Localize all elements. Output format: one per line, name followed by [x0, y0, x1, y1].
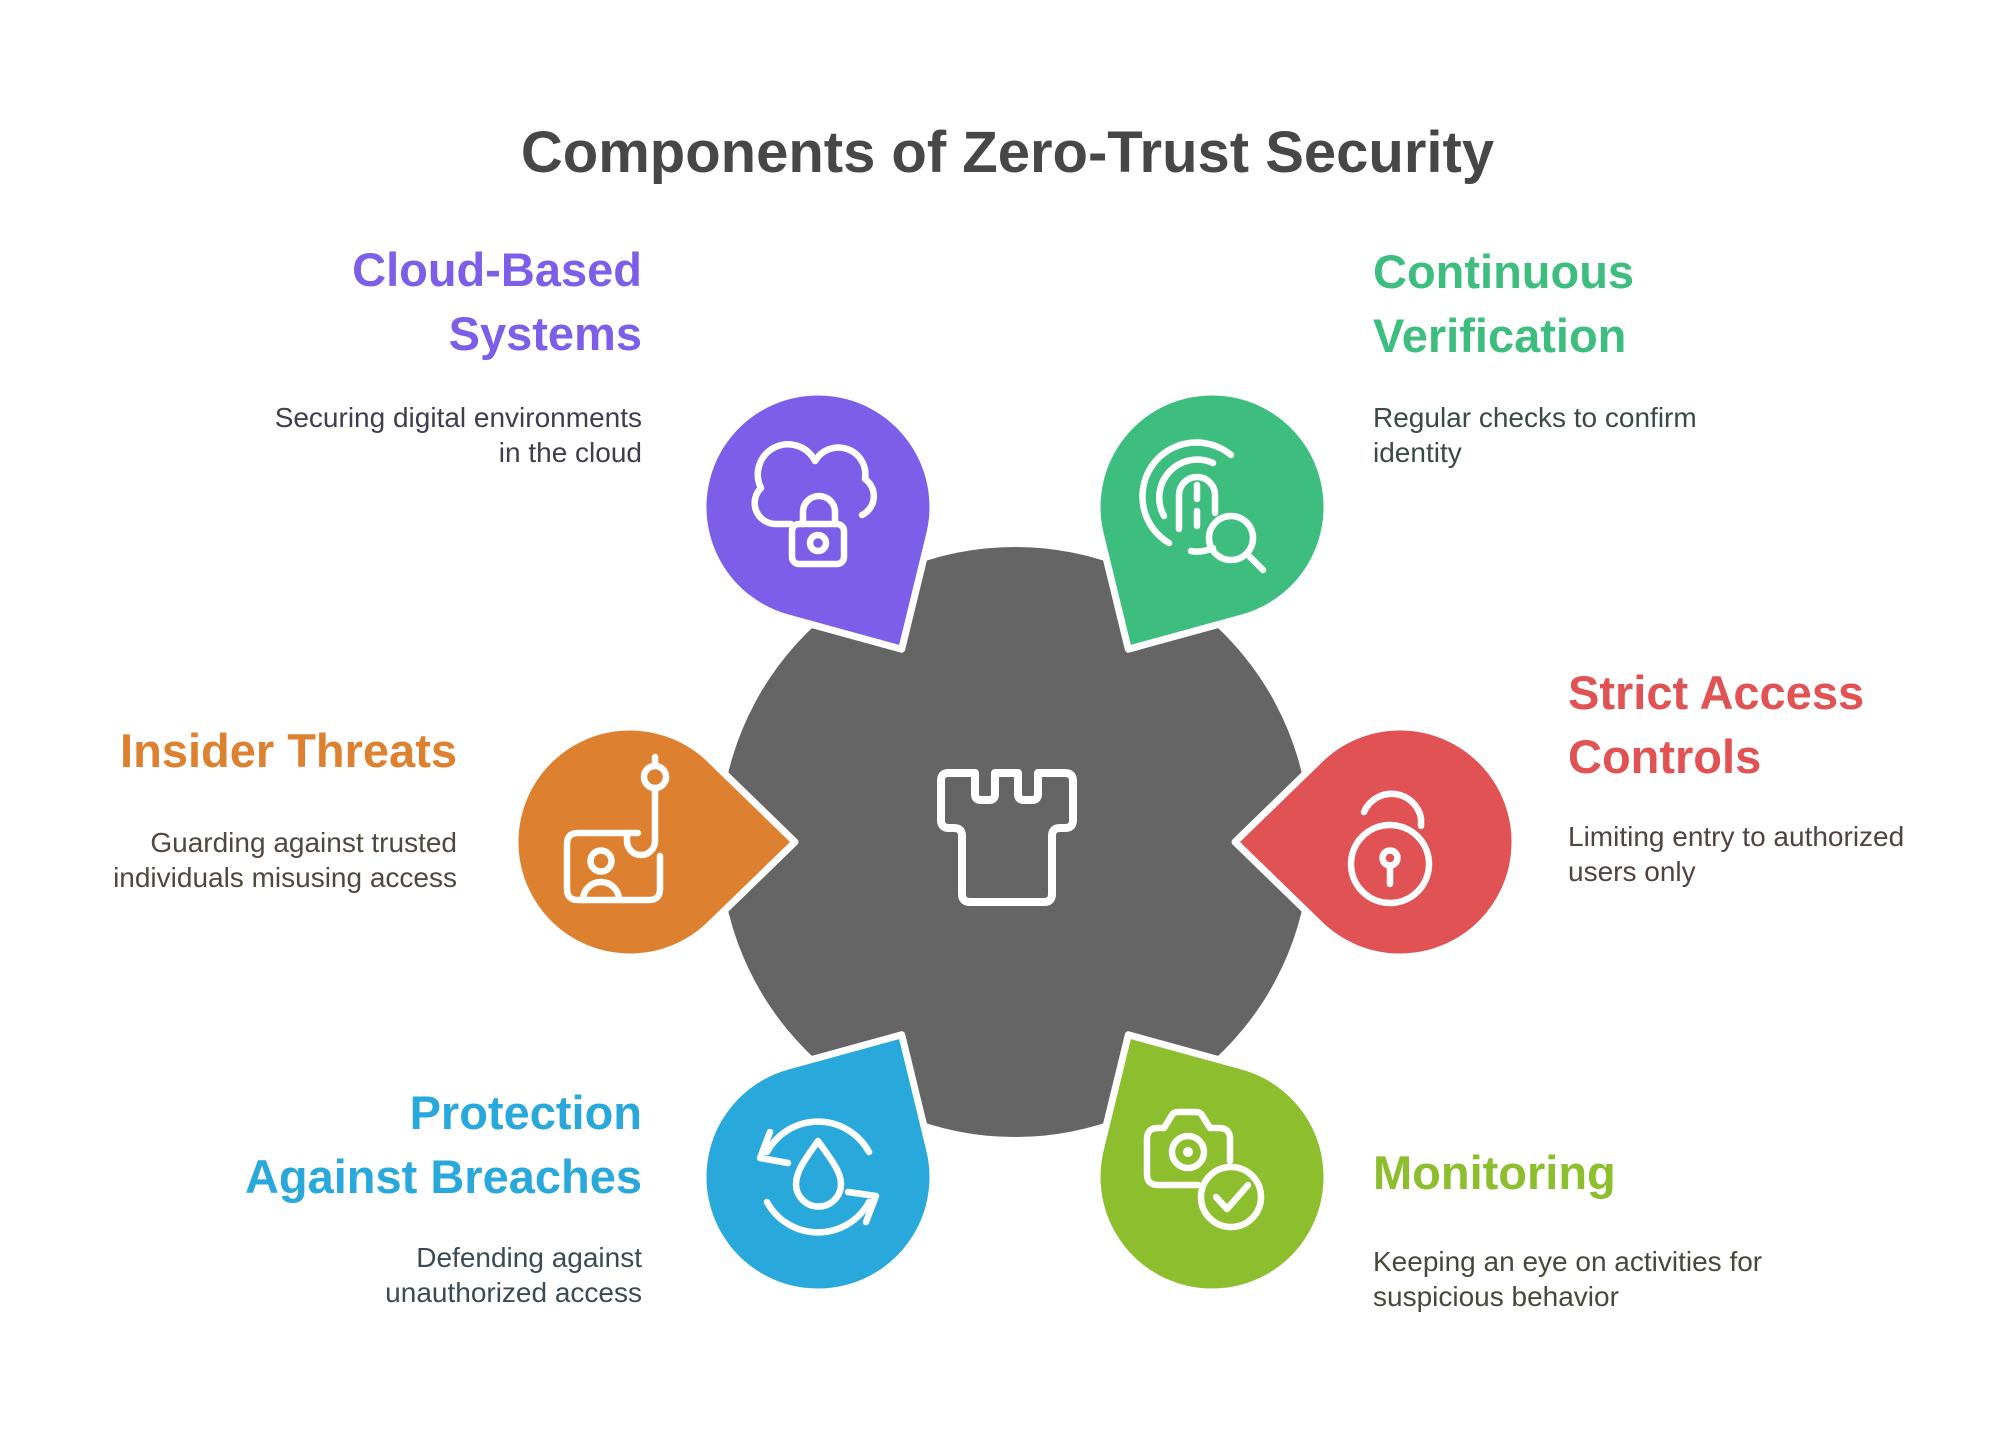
page-title: Components of Zero-Trust Security — [520, 120, 1495, 185]
section-heading-protection-against-breaches: Protection Against Breaches — [244, 1086, 642, 1203]
section-description-monitoring: Keeping an eye on activities for suspici… — [1373, 1246, 1763, 1312]
petal-cloud-based-systems — [699, 388, 937, 653]
petal-strict-access-controls — [1231, 723, 1519, 961]
section-heading-insider-threats: Insider Threats — [120, 724, 457, 777]
cloud-lock-icon — [751, 441, 878, 568]
section-heading-monitoring: Monitoring — [1373, 1146, 1616, 1199]
fingerprint-search-icon — [1139, 439, 1267, 574]
section-description-cloud-based-systems: Securing digital environments in the clo… — [274, 402, 642, 468]
castle-tower-icon — [937, 769, 1077, 906]
section-description-continuous-verification: Regular checks to confirm identity — [1373, 402, 1697, 468]
section-description-insider-threats: Guarding against trusted individuals mis… — [113, 827, 457, 893]
section-description-strict-access-controls: Limiting entry to authorized users only — [1568, 821, 1905, 887]
id-card-phishing-hook-icon — [563, 753, 670, 904]
petal-monitoring — [1093, 1031, 1331, 1296]
section-heading-strict-access-controls: Strict Access Controls — [1568, 666, 1865, 783]
unlocked-padlock-icon — [1347, 790, 1433, 907]
petal-continuous-verification — [1093, 388, 1331, 653]
section-heading-continuous-verification: Continuous Verification — [1373, 245, 1635, 362]
water-drop-sync-icon — [756, 1118, 880, 1236]
center-hub-circle — [720, 547, 1310, 1137]
camera-check-icon — [1143, 1108, 1265, 1231]
section-description-protection-against-breaches: Defending against unauthorized access — [385, 1242, 642, 1308]
petal-protection-against-breaches — [699, 1031, 937, 1296]
section-heading-cloud-based-systems: Cloud-Based Systems — [352, 243, 642, 360]
